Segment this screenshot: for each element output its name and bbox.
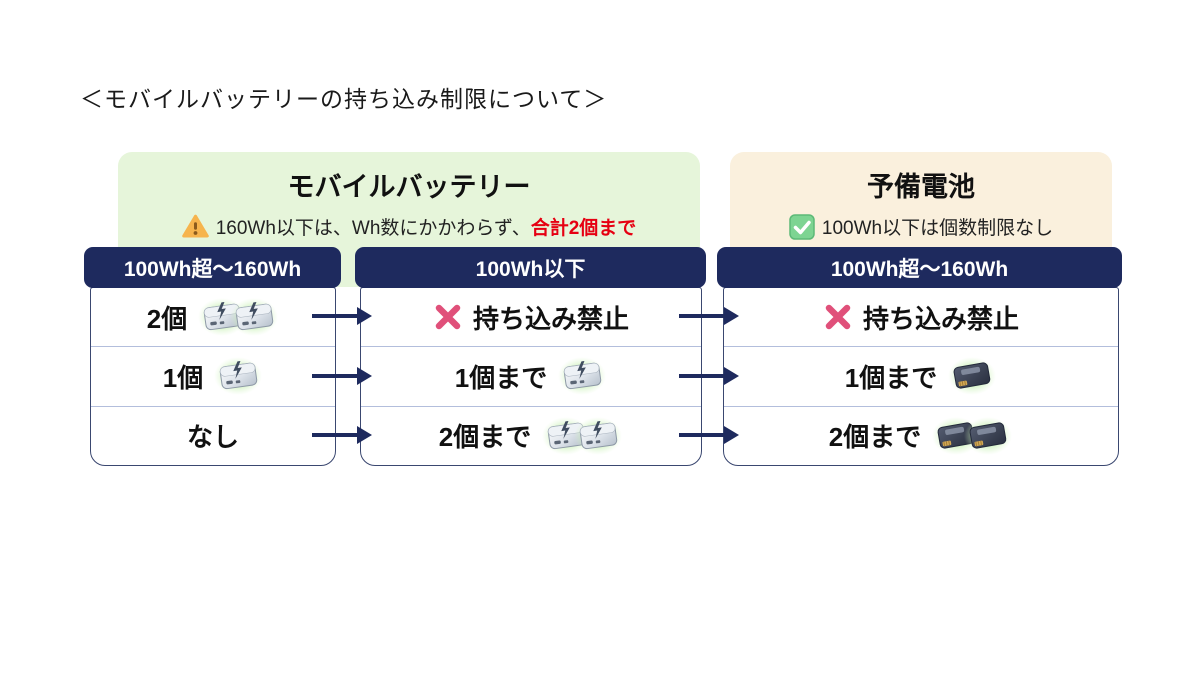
powerbank-icon (557, 355, 607, 397)
row-label: 1個まで (454, 362, 548, 393)
table-row: 2個まで (724, 405, 1118, 465)
table-row: 2個 (91, 288, 335, 346)
row-label: 1個 (162, 362, 204, 393)
row-label: なし (186, 422, 239, 453)
mobile-battery-panel-note: 160Wh以下は、Wh数にかかわらず、 合計2個まで (118, 213, 700, 240)
powerbank-icon (197, 296, 279, 338)
table-row: 1個 (91, 346, 335, 405)
spare-battery-icon (931, 415, 1013, 457)
spare-battery-icon (947, 355, 997, 397)
row-label: 1個まで (844, 362, 938, 393)
column-header-mobile-over100: 100Wh超～160Wh (84, 247, 341, 288)
page-title: ＜モバイルバッテリーの持ち込み制限について＞ (80, 86, 608, 112)
column-header-spare-over100: 100Wh超～160Wh (717, 247, 1122, 288)
check-icon (789, 213, 815, 240)
prohibited-x-icon (433, 302, 463, 332)
spare-battery-panel-title: 予備電池 (867, 172, 975, 202)
table-row: 1個まで (724, 346, 1118, 405)
column-body-mobile-under100: 持ち込み禁止 1個まで 2個まで (360, 287, 702, 466)
row-label: 持ち込み禁止 (862, 303, 1019, 334)
table-row: 2個まで (361, 405, 701, 465)
spare-battery-panel-note: 100Wh以下は個数制限なし (730, 213, 1112, 240)
row-label: 2個 (146, 303, 188, 334)
table-row: なし (91, 405, 335, 465)
column-body-mobile-over100: 2個 1個 (90, 287, 336, 466)
powerbank-icon (541, 415, 623, 457)
flow-arrow (679, 426, 739, 444)
column-header-mobile-under100: 100Wh以下 (355, 247, 706, 288)
table-row: 持ち込み禁止 (361, 288, 701, 346)
flow-arrow (312, 426, 372, 444)
mobile-battery-note-highlight: 合計2個まで (530, 218, 637, 239)
warning-icon (181, 214, 209, 239)
row-label: 2個まで (828, 422, 922, 453)
prohibited-x-icon (823, 302, 853, 332)
column-body-spare-over100: 持ち込み禁止 1個まで 2個まで (723, 287, 1119, 466)
row-label: 持ち込み禁止 (472, 303, 629, 334)
spare-battery-note-text: 100Wh以下は個数制限なし (821, 218, 1054, 239)
flow-arrow (679, 367, 739, 385)
flow-arrow (312, 307, 372, 325)
mobile-battery-note-text: 160Wh以下は、Wh数にかかわらず、 (215, 218, 531, 239)
mobile-battery-panel-title: モバイルバッテリー (287, 172, 531, 202)
powerbank-icon (213, 355, 263, 397)
flow-arrow (312, 367, 372, 385)
flow-arrow (679, 307, 739, 325)
table-row: 1個まで (361, 346, 701, 405)
row-label: 2個まで (438, 422, 532, 453)
table-row: 持ち込み禁止 (724, 288, 1118, 346)
